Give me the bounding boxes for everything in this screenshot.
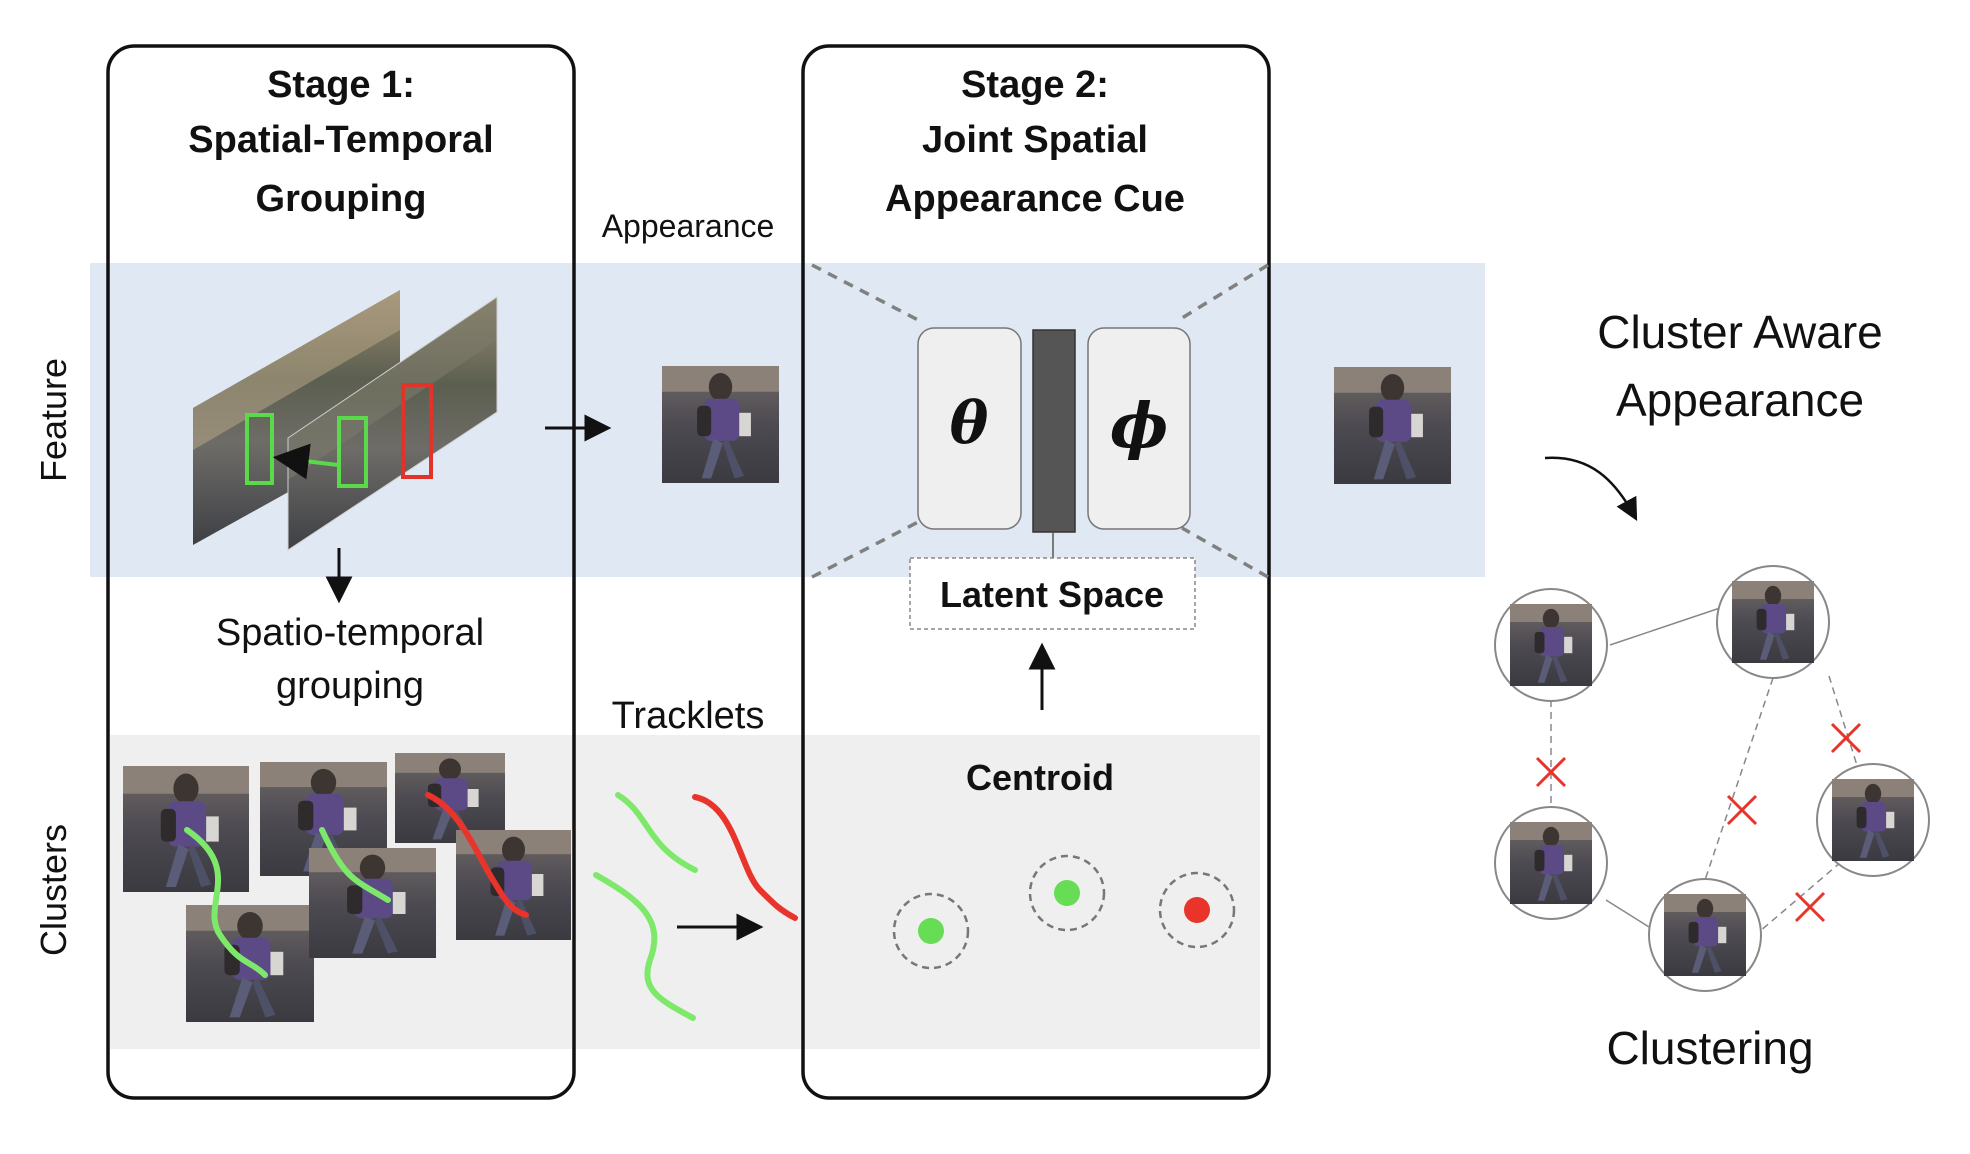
latent-space-box: [909, 557, 1196, 630]
trapezoid-line-bl: [811, 518, 923, 579]
graph-node: [1816, 763, 1930, 877]
centroid-ring-2: [1028, 854, 1106, 932]
latent-space-label: Latent Space: [940, 574, 1164, 615]
stage1-title-line3: Grouping: [256, 178, 427, 220]
tracklet-green-2: [319, 827, 391, 903]
appearance-crop-image: [662, 366, 779, 483]
latent-bar: [1032, 329, 1076, 533]
centroid-green-1: [918, 918, 944, 944]
person-crop-image: [395, 753, 505, 843]
person-crop-image: [309, 848, 436, 958]
graph-node: [1648, 878, 1762, 992]
edge-solid-1: [1609, 607, 1721, 646]
spatio-temporal-label-line1: Spatio-temporal: [216, 612, 484, 654]
detection-box-green-1: [245, 413, 274, 485]
stage1-title-line2: Spatial-Temporal: [188, 119, 493, 161]
phi-symbol: ϕ: [1110, 389, 1168, 462]
cross-mark-icon: [1726, 794, 1758, 826]
appearance-label: Appearance: [602, 208, 775, 244]
edge-dashed-2: [1704, 677, 1774, 881]
graph-node: [1716, 565, 1830, 679]
street-frame-back: [193, 290, 400, 545]
edge-dashed-3: [1828, 675, 1861, 776]
tracklets-label: Tracklets: [612, 695, 765, 737]
centroid-green-2: [1054, 880, 1080, 906]
graph-node: [1494, 588, 1608, 702]
centroid-ring-1: [892, 892, 970, 970]
clustering-label: Clustering: [1606, 1022, 1813, 1074]
cross-mark-icon: [1535, 756, 1567, 788]
tracklet-green-b: [593, 872, 696, 1021]
tracklet-red-1: [425, 792, 529, 918]
centroid-ring-3: [1158, 871, 1236, 949]
stage2-box: [801, 44, 1271, 1100]
stage2-title-line1: Stage 2:: [961, 64, 1109, 106]
stage2-title-line3: Appearance Cue: [885, 178, 1185, 220]
detection-box-green-2: [337, 416, 368, 488]
centroid-red: [1184, 897, 1210, 923]
detection-box-red: [401, 383, 433, 479]
edge-solid-2: [1605, 899, 1650, 928]
tracklet-green-1: [184, 827, 268, 978]
phi-decoder-box: [1087, 327, 1191, 530]
stage2-title-line2: Joint Spatial: [922, 119, 1148, 161]
curved-arrow-icon: [1544, 456, 1638, 521]
stage1-box: [106, 44, 576, 1100]
spatio-temporal-label-line2: grouping: [276, 665, 424, 707]
cross-mark-icon: [1830, 722, 1862, 754]
theta-symbol: θ: [950, 389, 989, 457]
stage1-title-line1: Stage 1:: [267, 64, 415, 106]
tracklet-red-a: [692, 794, 798, 921]
row-label-feature: Feature: [33, 358, 74, 482]
theta-encoder-box: [917, 327, 1022, 530]
trapezoid-line-tl: [811, 263, 923, 324]
centroid-label: Centroid: [966, 757, 1114, 798]
tracklet-green-a: [615, 792, 698, 873]
cross-mark-icon: [1794, 891, 1826, 923]
cluster-aware-label-line1: Cluster Aware: [1597, 306, 1883, 358]
row-label-clusters: Clusters: [33, 824, 74, 956]
association-arrow: [272, 443, 339, 480]
graph-node: [1494, 806, 1608, 920]
cluster-aware-label-line2: Appearance: [1616, 374, 1864, 426]
cluster-aware-crop-image: [1334, 367, 1451, 484]
